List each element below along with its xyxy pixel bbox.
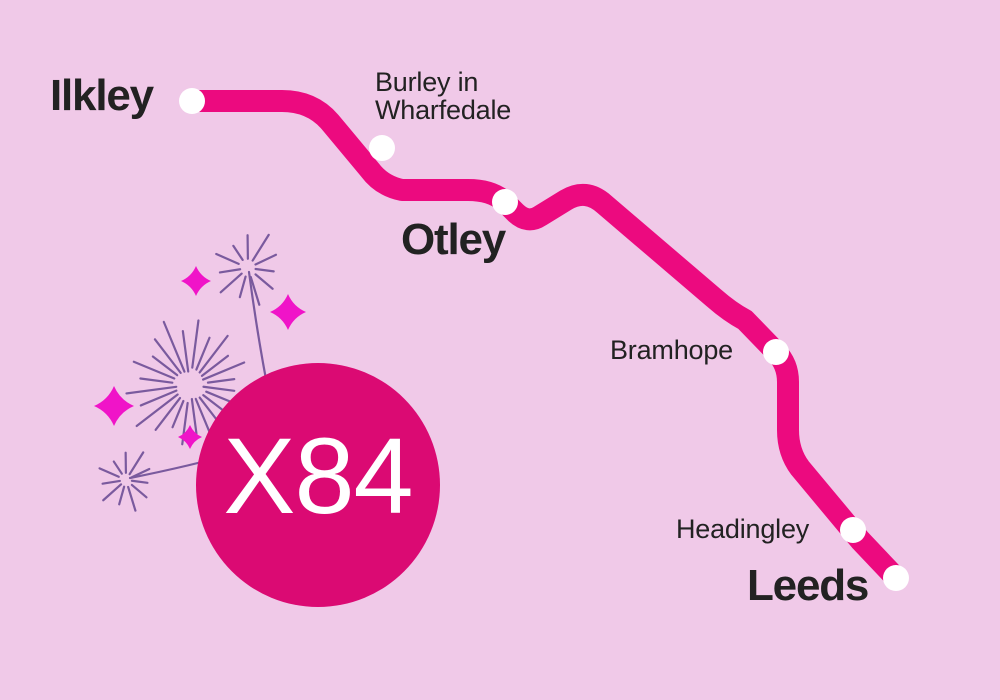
route-number-label: X84	[223, 415, 413, 536]
sparkle-burst-large-ray	[139, 389, 178, 407]
sparkle-burst-large-ray	[154, 396, 182, 431]
sparkle-burst-large-ray	[125, 385, 178, 395]
sparkle-star-2	[270, 294, 306, 330]
sparkle-burst-top-ray	[218, 268, 242, 274]
stop-label: Headingley	[676, 514, 810, 544]
sparkle-burst-small-ray	[130, 467, 151, 479]
sparkle-burst-large-ray	[202, 385, 236, 392]
stop-dot[interactable]	[840, 517, 866, 543]
route-line	[181, 90, 907, 589]
sparkle-burst-large-ray	[135, 393, 179, 428]
sparkle-burst-large-ray	[139, 377, 174, 384]
sparkle-burst-large-ray	[151, 355, 179, 377]
sparkle-burst-top-ray	[251, 233, 270, 262]
sparkle-burst-small-ray	[130, 483, 148, 499]
sparkle-burst-small-ray	[128, 451, 145, 476]
sparkle-burst-large-ray	[200, 354, 230, 377]
stop-label: Burley in Wharfedale	[375, 67, 512, 126]
stop-label: Otley	[401, 215, 506, 264]
route-badge-circle[interactable]	[196, 363, 440, 607]
sparkle-star-1	[181, 266, 211, 296]
sparkle-burst-large-ray	[201, 361, 246, 381]
sparkle-burst-top-ray	[215, 252, 240, 265]
sparkle-burst-large-ray	[171, 399, 185, 429]
sparkle-burst-top-ray	[249, 275, 261, 306]
sparkle-burst-large-ray	[162, 320, 186, 373]
sparkle-burst-large-ray	[195, 336, 211, 371]
sparkle-burst-large-ray	[132, 360, 176, 380]
sparkle-burst-small-ray	[98, 467, 120, 478]
sparkle-star-3	[94, 386, 134, 426]
stop-dot[interactable]	[883, 565, 909, 591]
sparkle-burst-top-ray	[238, 275, 247, 299]
stop-label: Bramhope	[610, 335, 733, 365]
sparkle-burst-small-ray	[101, 479, 121, 485]
sparkle-burst-top-ray	[254, 253, 278, 266]
sparkle-burst-small-ray	[130, 479, 149, 484]
sparkle-burst-top-ray	[232, 244, 244, 261]
sparkle-burst-small-ray	[127, 485, 137, 512]
stop-label: Ilkley	[50, 71, 154, 120]
sparkle-burst-large-ray	[206, 378, 236, 384]
sparkle-burst-top-ray	[219, 272, 243, 294]
stop-dot[interactable]	[369, 135, 395, 161]
stop-dot[interactable]	[763, 339, 789, 365]
sparkle-star-4	[178, 425, 202, 449]
sparkle-burst-large-ray	[153, 338, 182, 374]
sparkle-burst-top-ray	[254, 267, 275, 273]
sparkle-burst-large-ray	[190, 397, 198, 435]
stop-dot[interactable]	[179, 88, 205, 114]
stop-dot[interactable]	[492, 189, 518, 215]
stop-dot-group	[179, 88, 909, 591]
sparkle-burst-large-ray	[181, 330, 190, 373]
sparkle-burst-large-ray	[198, 334, 229, 374]
sparkle-burst-large-ray	[191, 319, 200, 369]
sparkle-burst-small-ray	[118, 485, 126, 506]
sparkle-burst-small-ray	[102, 483, 123, 502]
sparkle-burst-small-ray	[112, 460, 123, 475]
stop-label: Leeds	[747, 561, 869, 610]
sparkle-burst-top-ray	[254, 273, 274, 290]
